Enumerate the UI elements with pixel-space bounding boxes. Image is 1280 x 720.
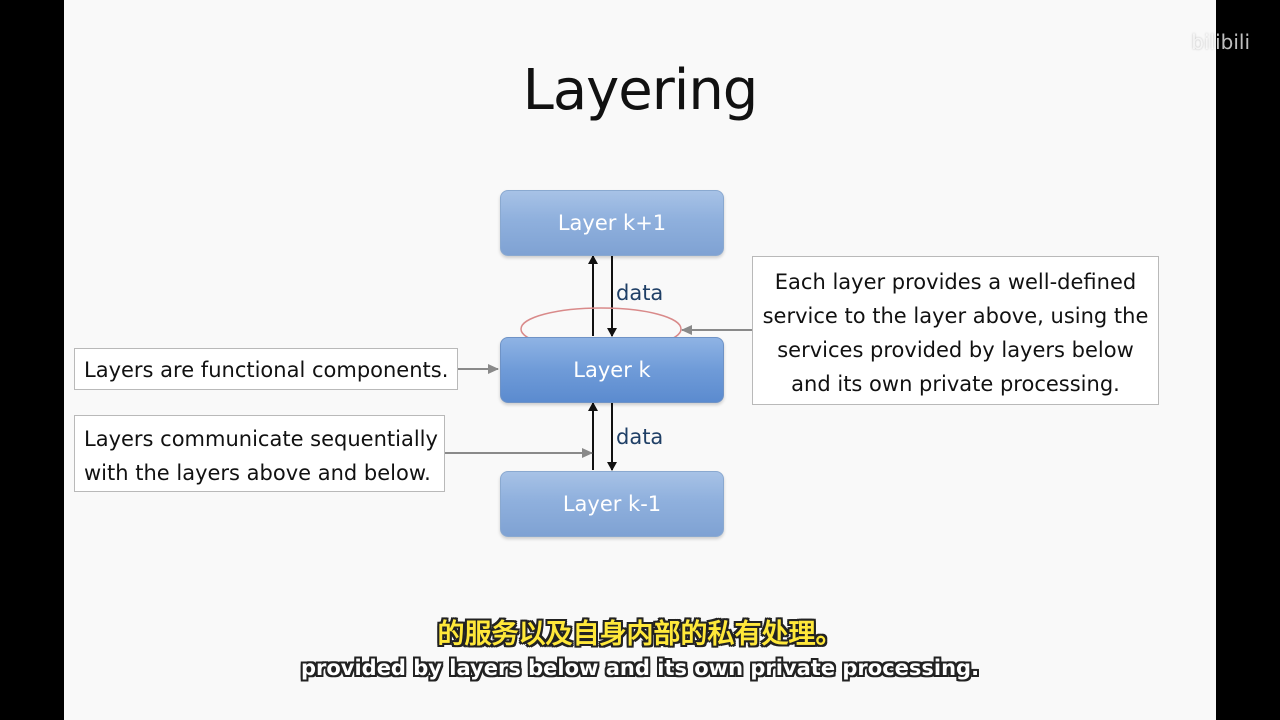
callout-communicate-line1: Layers communicate sequentially xyxy=(84,427,438,451)
callout-service-line3: services provided by layers below xyxy=(777,338,1134,362)
data-label-upper: data xyxy=(616,281,664,305)
callout-service-line2: service to the layer above, using the xyxy=(762,304,1149,328)
bilibili-logo-icon: bilibili xyxy=(1191,30,1250,54)
layer-k-box: Layer k xyxy=(500,337,724,403)
callout-functional-text: Layers are functional components. xyxy=(84,358,449,382)
layer-k-plus-1-box: Layer k+1 xyxy=(500,190,724,256)
callout-service-line4: and its own private processing. xyxy=(791,372,1120,396)
subtitle-chinese: 的服务以及自身内部的私有处理。 xyxy=(437,619,843,650)
slide: Layering Layer xyxy=(64,0,1216,720)
subtitle-english: provided by layers below and its own pri… xyxy=(300,656,980,680)
callout-communicate-line2: with the layers above and below. xyxy=(84,461,431,485)
callout-service-line1: Each layer provides a well-defined xyxy=(774,270,1137,294)
callout-functional-components: Layers are functional components. xyxy=(74,348,458,390)
data-label-lower: data xyxy=(616,425,664,449)
layer-k-minus-1-box: Layer k-1 xyxy=(500,471,724,537)
callout-service: Each layer provides a well-defined servi… xyxy=(752,256,1159,405)
callout-communicate: Layers communicate sequentially with the… xyxy=(74,415,445,492)
slide-title: Layering xyxy=(522,58,759,123)
